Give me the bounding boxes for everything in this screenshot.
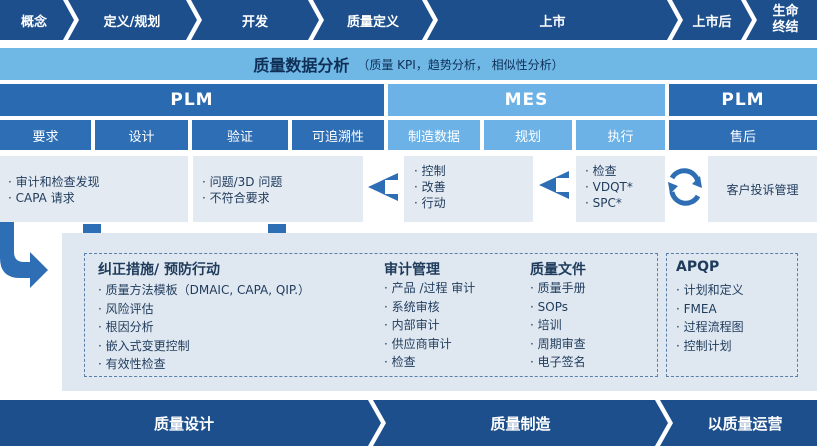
analysis-subtitle: （质量 KPI，趋势分析， 相似性分析）: [357, 57, 564, 72]
list-item: · 有效性检查: [98, 357, 166, 371]
phase-chevron-6: [672, 0, 752, 40]
list-item: · FMEA: [676, 301, 717, 316]
left-arrow-1: [368, 173, 398, 201]
stage-chevron-2: [373, 400, 668, 446]
phase-post-launch: 上市后: [692, 14, 732, 30]
qms-dashed-frame: [84, 253, 658, 377]
execution-list: · 检查 · VDQT* · SPC*: [585, 163, 633, 211]
l-arrow: [0, 218, 48, 288]
list-item: · 内部审计: [384, 318, 440, 332]
list-item: · 产品 /过程 审计: [384, 281, 476, 295]
list-item: · 系统审核: [384, 299, 440, 314]
list-item: · 行动: [414, 196, 446, 210]
list-item: · 不符合要求: [202, 191, 270, 205]
capa-list: · 质量方法模板（DMAIC, CAPA, QIP.） · 风险评估 · 根因分…: [98, 281, 310, 374]
list-item: · 计划和定义: [676, 283, 744, 297]
docs-list: · 质量手册 · SOPs · 培训 · 周期审查 · 电子签名: [530, 279, 586, 372]
card-customer-complaints: 客户投诉管理: [708, 156, 817, 222]
phase-chevron-7: [746, 0, 817, 40]
manufacturing-list: · 控制 · 改善 · 行动: [414, 163, 446, 211]
phase-quality-definition: 质量定义: [346, 14, 399, 30]
step-traceability: 可追溯性: [292, 120, 384, 150]
docs-title: 质量文件: [530, 262, 586, 278]
phase-end-of-life: 生命 终结: [772, 4, 799, 35]
phase-chevron-2: [68, 0, 197, 40]
capa-title: 纠正措施/ 预防行动: [98, 262, 220, 278]
list-item: · SPC*: [585, 196, 622, 210]
step-design: 设计: [95, 120, 188, 150]
list-item: · 根因分析: [98, 320, 154, 334]
card-verification: [193, 156, 363, 222]
stage-chevron-1: [0, 400, 381, 446]
phase-concept: 概念: [20, 14, 47, 30]
list-item: · 电子签名: [530, 355, 586, 369]
list-item: · SOPs: [530, 299, 568, 314]
phase-chevron-4: [313, 0, 433, 40]
list-item: · 过程流程图: [676, 320, 744, 334]
quality-process-panel: [62, 233, 817, 391]
stage-operate-with-quality: 以质量运营: [707, 414, 783, 433]
list-item: · 审计和检查发现: [8, 175, 100, 189]
list-item: · CAPA 请求: [8, 191, 75, 205]
card-requirements: [0, 156, 188, 222]
step-verification: 验证: [192, 120, 288, 150]
refresh-icon: [669, 168, 701, 206]
step-manufacturing-data: 制造数据: [388, 120, 480, 150]
apqp-list: · 计划和定义 · FMEA · 过程流程图 · 控制计划: [676, 281, 744, 355]
step-execution: 执行: [576, 120, 665, 150]
audit-list: · 产品 /过程 审计 · 系统审核 · 内部审计 · 供应商审计 · 检查: [384, 279, 475, 372]
left-arrow-2: [539, 171, 569, 199]
system-plm-left: PLM: [0, 84, 384, 116]
step-planning: 规划: [484, 120, 572, 150]
list-item: · 问题/3D 问题: [202, 175, 283, 189]
list-item: · 检查: [585, 164, 617, 178]
list-item: · 改善: [414, 180, 446, 194]
system-plm-right: PLM: [669, 84, 817, 116]
list-item: · 控制计划: [676, 338, 732, 353]
phase-chevron-5: [427, 0, 678, 40]
stage-quality-manufacturing: 质量制造: [490, 414, 551, 433]
requirements-list: · 审计和检查发现 · CAPA 请求: [8, 174, 100, 206]
analysis-title: 质量数据分析: [253, 56, 350, 75]
apqp-title: APQP: [676, 259, 720, 275]
stage-chevron-3: [660, 400, 817, 446]
verification-list: · 问题/3D 问题 · 不符合要求: [202, 174, 282, 206]
list-item: · 风险评估: [98, 301, 154, 316]
phase-launch: 上市: [539, 14, 566, 30]
apqp-dashed-frame: [666, 253, 798, 377]
stage-quality-by-design: 质量设计: [153, 414, 214, 433]
card-execution: [576, 156, 665, 222]
list-item: · 质量手册: [530, 281, 586, 295]
list-item: · 周期审查: [530, 336, 586, 351]
phase-chevron-1: [0, 0, 74, 40]
step-aftersales: 售后: [669, 120, 817, 150]
list-item: · 控制: [414, 164, 446, 178]
list-item: · 质量方法模板（DMAIC, CAPA, QIP.）: [98, 283, 311, 297]
audit-title: 审计管理: [384, 262, 440, 278]
phase-chevron-3: [191, 0, 319, 40]
system-mes: MES: [388, 84, 665, 116]
phase-define-plan: 定义/规划: [103, 14, 161, 30]
list-item: · VDQT*: [585, 180, 633, 194]
card-manufacturing: [404, 156, 533, 222]
step-requirements: 要求: [0, 120, 91, 150]
quality-data-analysis-band: 质量数据分析 （质量 KPI，趋势分析， 相似性分析）: [0, 48, 817, 80]
list-item: · 检查: [384, 355, 416, 369]
list-item: · 培训: [530, 318, 562, 332]
phase-develop: 开发: [241, 14, 268, 30]
list-item: · 供应商审计: [384, 336, 452, 351]
list-item: · 嵌入式变更控制: [98, 338, 190, 353]
